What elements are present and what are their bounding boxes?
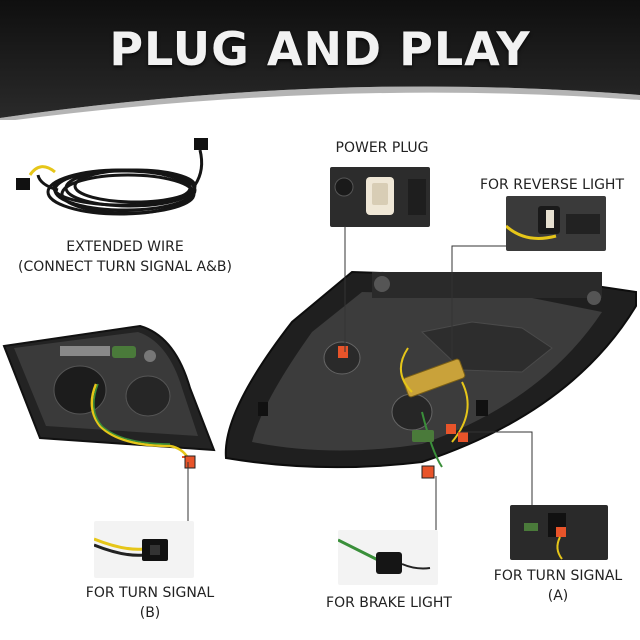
extended-wire-label-line1: EXTENDED WIRE bbox=[66, 239, 184, 255]
extended-wire-label-line2: (CONNECT TURN SIGNAL A&B) bbox=[18, 259, 232, 275]
banner: PLUG AND PLAY bbox=[0, 0, 640, 120]
brake-light-connector bbox=[421, 465, 435, 479]
turn-signal-a-label-line1: FOR TURN SIGNAL bbox=[493, 568, 623, 584]
power-plug-label: POWER PLUG bbox=[335, 140, 429, 156]
banner-background bbox=[0, 0, 640, 120]
banner-title: PLUG AND PLAY bbox=[109, 22, 531, 76]
reverse-light-label: FOR REVERSE LIGHT bbox=[479, 177, 624, 193]
power-plug-photo bbox=[330, 167, 430, 227]
turn-signal-b-connector bbox=[184, 455, 196, 469]
turn-signal-b-label-line1: FOR TURN SIGNAL bbox=[85, 585, 215, 601]
brake-light-photo bbox=[338, 530, 438, 585]
turn-signal-a-photo bbox=[510, 505, 608, 560]
extended-wire-illustration bbox=[16, 138, 208, 216]
inner-tail-light bbox=[2, 324, 216, 458]
outer-tail-light bbox=[224, 270, 637, 469]
turn-signal-b-label-line2: (B) bbox=[139, 605, 161, 621]
turn-signal-b-photo bbox=[94, 521, 194, 578]
brake-light-label: FOR BRAKE LIGHT bbox=[326, 595, 452, 611]
reverse-light-photo bbox=[506, 196, 606, 251]
turn-signal-a-label-line2: (A) bbox=[547, 588, 569, 604]
